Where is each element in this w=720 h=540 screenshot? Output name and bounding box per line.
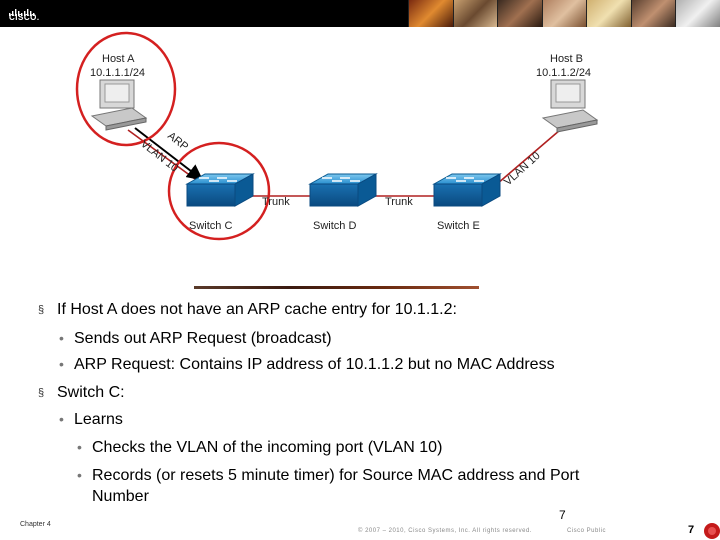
switch-c-label: Switch C [189,220,232,232]
cisco-logo-icon [9,9,35,16]
network-diagram: Host A 10.1.1.1/24 Host B 10.1.1.2/24 Sw… [75,31,599,241]
vlan-label-host-b: VLAN 10 [502,150,543,188]
header-photo [586,0,631,27]
page-number: 7 [688,524,695,536]
square-bullet-icon: § [38,304,45,316]
host-b-computer-icon [541,79,599,133]
slide-number: 7 [559,508,566,522]
square-bullet-icon: § [38,387,45,399]
arp-arrow [134,127,204,181]
host-a-computer-icon [90,79,148,131]
copyright-text: © 2007 – 2010, Cisco Systems, Inc. All r… [358,528,532,534]
header-photo [675,0,720,27]
dot-bullet-icon: • [77,467,82,483]
header-photo [452,0,498,27]
switch-d-label: Switch D [313,220,356,232]
logo-text: CISCO. [9,13,40,22]
switch-e-label: Switch E [437,220,480,232]
link-switchE-hostB [489,129,561,191]
host-b-name: Host B [550,53,583,65]
bullet-continuation: Number [92,488,149,505]
header-photo [497,0,542,27]
host-a-ip: 10.1.1.1/24 [90,67,145,79]
dot-bullet-icon: • [59,330,64,346]
header-photo [630,0,676,27]
decorative-underline [194,286,479,289]
highlight-circle-host-a [75,31,177,147]
switch-c-icon [185,173,255,207]
switch-e-icon [432,173,502,207]
classification-text: Cisco Public [567,528,607,534]
host-b-ip: 10.1.1.2/24 [536,67,591,79]
dot-bullet-icon: • [59,356,64,372]
red-corner-logo-icon [704,523,720,539]
host-a-name: Host A [102,53,135,65]
trunk-label-1: Trunk [262,196,290,208]
header-photo [408,0,453,27]
dot-bullet-icon: • [77,439,82,455]
header-photo-strip [408,0,720,27]
header-bar: CISCO. [0,0,720,27]
dot-bullet-icon: • [59,411,64,427]
header-photo [541,0,587,27]
chapter-label: Chapter 4 [20,521,51,528]
highlight-circle-switch-c [167,141,271,241]
trunk-label-2: Trunk [385,196,413,208]
arrow-arp-label: ARP [165,130,190,153]
switch-d-icon [308,173,378,207]
